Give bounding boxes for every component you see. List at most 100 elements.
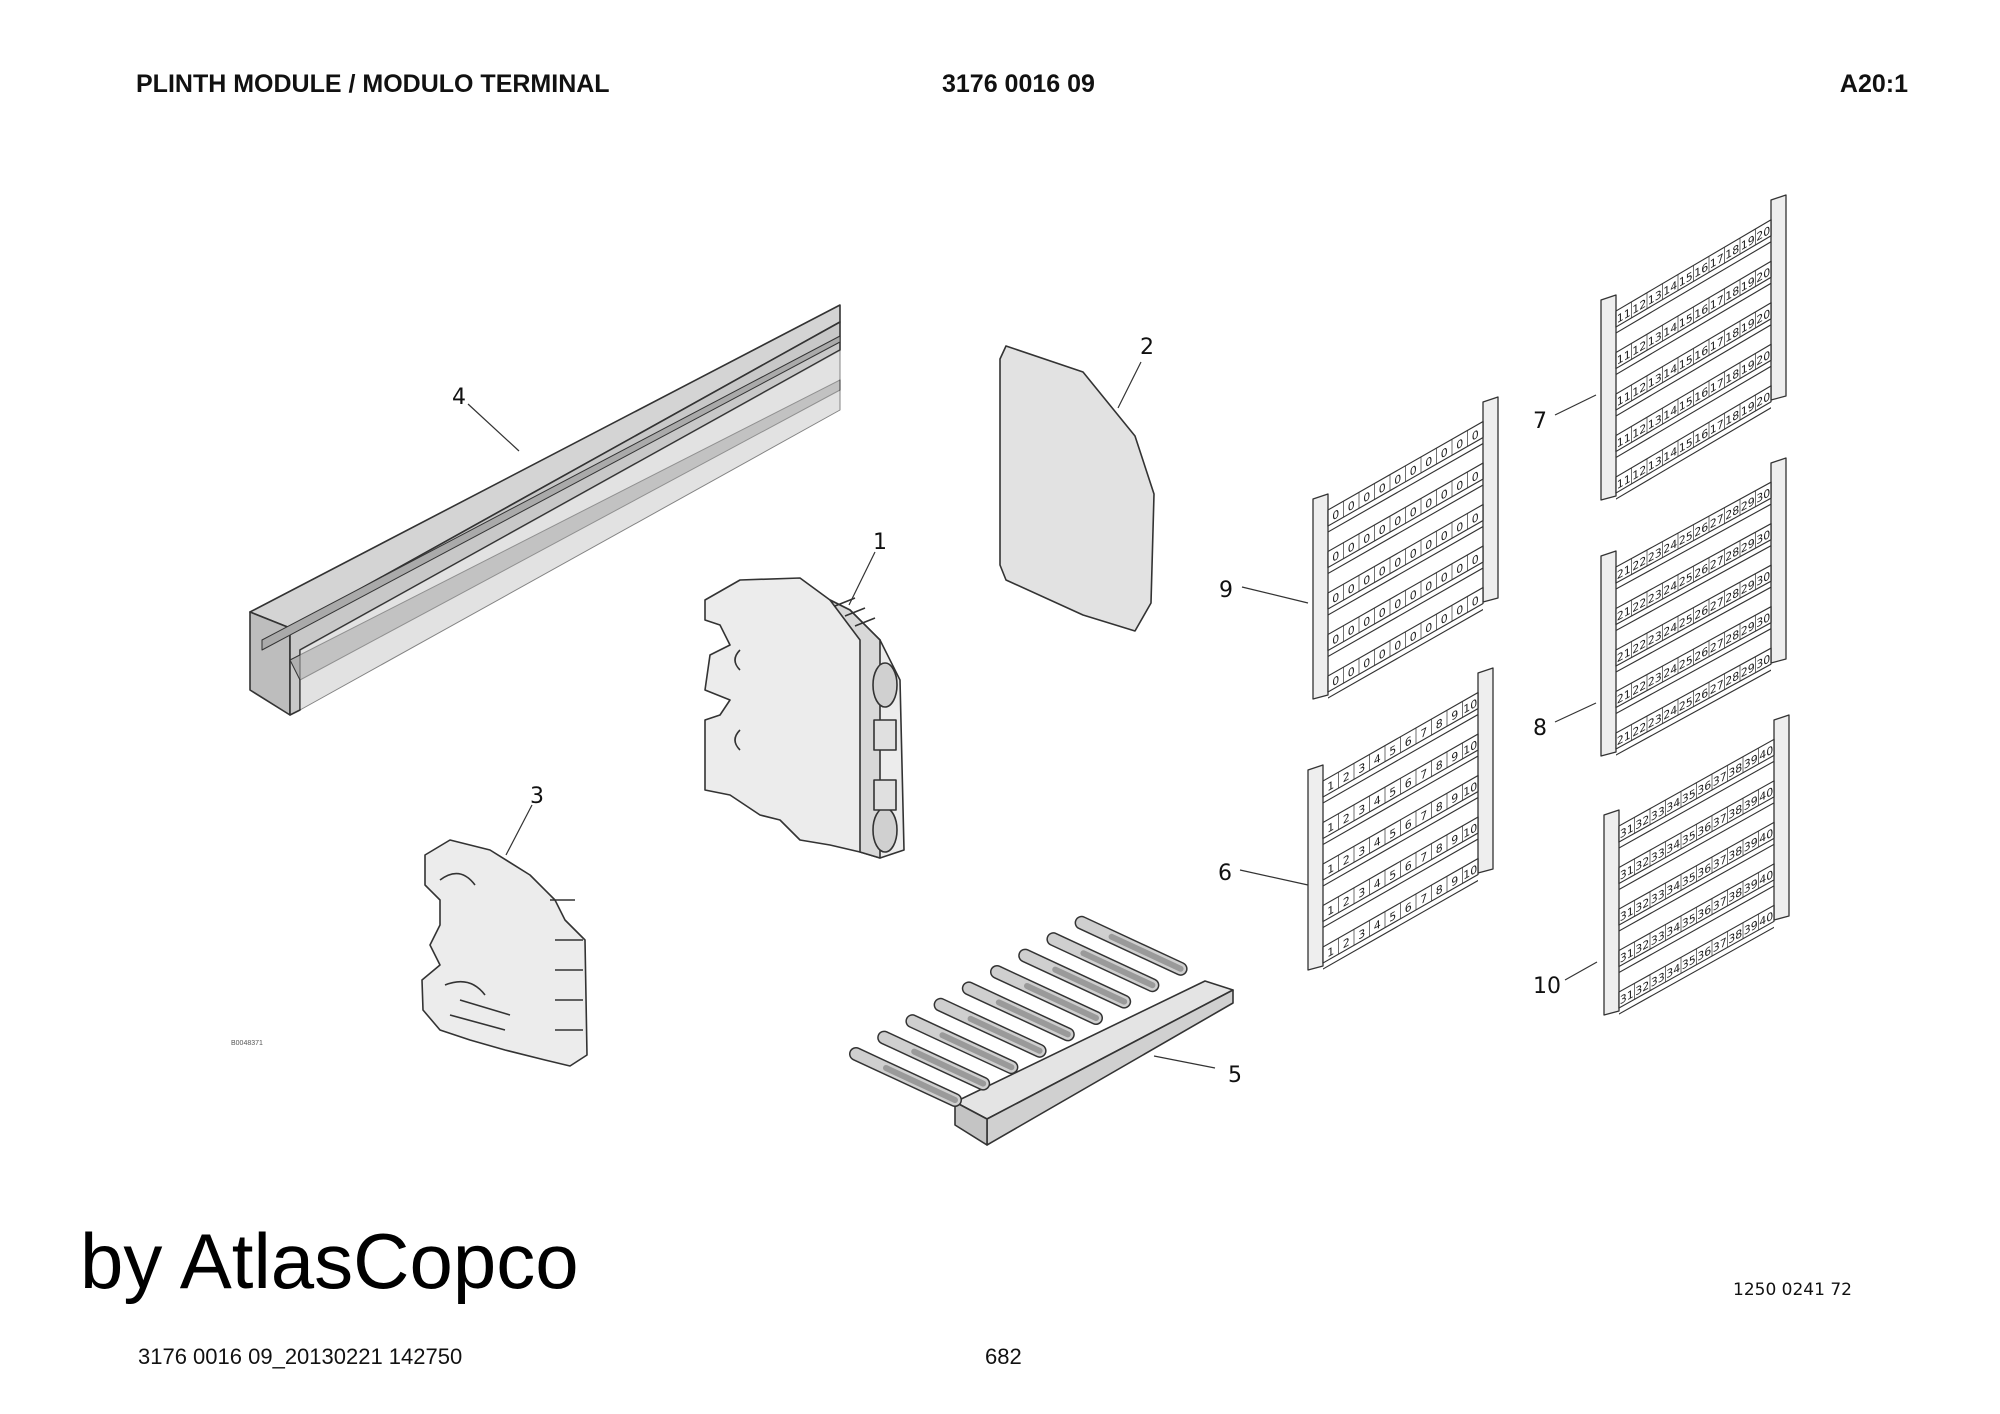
marker-label: 17 — [1710, 375, 1724, 396]
marker-label: 0 — [1332, 548, 1339, 565]
marker-label: 20 — [1756, 306, 1770, 327]
marker-label: 13 — [1648, 411, 1662, 432]
marker-label: 12 — [1632, 421, 1646, 442]
marker-label: 12 — [1632, 379, 1646, 400]
marker-label: 0 — [1456, 519, 1463, 536]
marker-label: 9 — [1451, 707, 1458, 724]
marker-label: 7 — [1420, 766, 1427, 783]
marker-label: 12 — [1632, 462, 1646, 483]
marker-label: 18 — [1725, 241, 1739, 262]
marker-label: 0 — [1332, 672, 1339, 689]
marker-label: 16 — [1694, 384, 1708, 405]
marker-label: 8 — [1436, 715, 1443, 732]
marker-label: 2 — [1343, 852, 1350, 869]
marker-label: 0 — [1472, 468, 1479, 485]
callout-7: 7 — [1533, 409, 1547, 434]
marker-label: 0 — [1348, 539, 1355, 556]
callout-2: 2 — [1140, 335, 1154, 360]
marker-label: 13 — [1648, 370, 1662, 391]
callout-3: 3 — [530, 784, 544, 809]
marker-label: 0 — [1472, 593, 1479, 610]
marker-label: 18 — [1725, 366, 1739, 387]
page-number: 682 — [985, 1344, 1022, 1369]
callout-10: 10 — [1533, 974, 1561, 999]
marker-label: 16 — [1694, 343, 1708, 364]
marker-label: 13 — [1648, 453, 1662, 474]
marker-label: 5 — [1389, 742, 1396, 759]
marker-label: 15 — [1679, 310, 1693, 331]
marker-label: 0 — [1394, 596, 1401, 613]
marker-label: 7 — [1420, 724, 1427, 741]
marker-label: 0 — [1456, 560, 1463, 577]
marker-label: 18 — [1725, 407, 1739, 428]
part-3-end-clamp — [421, 839, 588, 1067]
marker-label: 14 — [1663, 278, 1677, 299]
marker-label: 3 — [1358, 801, 1365, 818]
marker-label: 0 — [1441, 569, 1448, 586]
marker-label: 3 — [1358, 884, 1365, 901]
marker-label: 0 — [1363, 530, 1370, 547]
marker-label: 11 — [1617, 388, 1631, 409]
marker-label: 0 — [1394, 637, 1401, 654]
marker-label: 0 — [1472, 427, 1479, 444]
marker-label: 12 — [1632, 296, 1646, 317]
marker-label: 16 — [1694, 260, 1708, 281]
marker-label: 16 — [1694, 426, 1708, 447]
marker-label: 0 — [1410, 504, 1417, 521]
marker-label: 0 — [1441, 527, 1448, 544]
marker-label: 9 — [1451, 790, 1458, 807]
callout-labels: 2 4 1 3 5 9 6 7 8 10 — [452, 335, 1561, 1088]
marker-label: 0 — [1472, 510, 1479, 527]
comb-pin — [1018, 948, 1132, 1009]
marker-label: 16 — [1694, 301, 1708, 322]
marker-label: 17 — [1710, 416, 1724, 437]
callout-6: 6 — [1218, 861, 1232, 886]
marker-label: 0 — [1379, 563, 1386, 580]
marker-label: 0 — [1472, 551, 1479, 568]
marker-label: 14 — [1663, 319, 1677, 340]
marker-label: 0 — [1456, 477, 1463, 494]
marker-label: 0 — [1348, 581, 1355, 598]
document-number: 3176 0016 09 — [942, 70, 1095, 98]
marker-label: 17 — [1710, 292, 1724, 313]
marker-label: 0 — [1410, 462, 1417, 479]
marker-label: 5 — [1389, 784, 1396, 801]
marker-label: 0 — [1425, 578, 1432, 595]
marker-label: 2 — [1343, 935, 1350, 952]
marker-label: 0 — [1394, 471, 1401, 488]
marker-label: 15 — [1679, 393, 1693, 414]
marker-label: 2 — [1343, 769, 1350, 786]
marker-label: 11 — [1617, 305, 1631, 326]
comb-pin — [877, 1030, 991, 1091]
marker-label: 15 — [1679, 435, 1693, 456]
marker-label: 2 — [1343, 893, 1350, 910]
marker-label: 4 — [1374, 875, 1381, 892]
marker-label: 9 — [1451, 831, 1458, 848]
marker-label: 19 — [1741, 232, 1755, 253]
marker-label: 0 — [1425, 536, 1432, 553]
marker-label: 9 — [1451, 873, 1458, 890]
marker-label: 15 — [1679, 352, 1693, 373]
marker-label: 6 — [1405, 733, 1412, 750]
marker-label: 0 — [1410, 545, 1417, 562]
callout-5: 5 — [1228, 1063, 1242, 1088]
marker-label: 0 — [1348, 498, 1355, 515]
marker-label: 0 — [1456, 436, 1463, 453]
marker-label: 0 — [1332, 631, 1339, 648]
marker-label: 17 — [1710, 333, 1724, 354]
marker-label: 0 — [1332, 589, 1339, 606]
marker-label: 11 — [1617, 430, 1631, 451]
marker-label: 3 — [1358, 760, 1365, 777]
comb-pin — [990, 965, 1103, 1025]
